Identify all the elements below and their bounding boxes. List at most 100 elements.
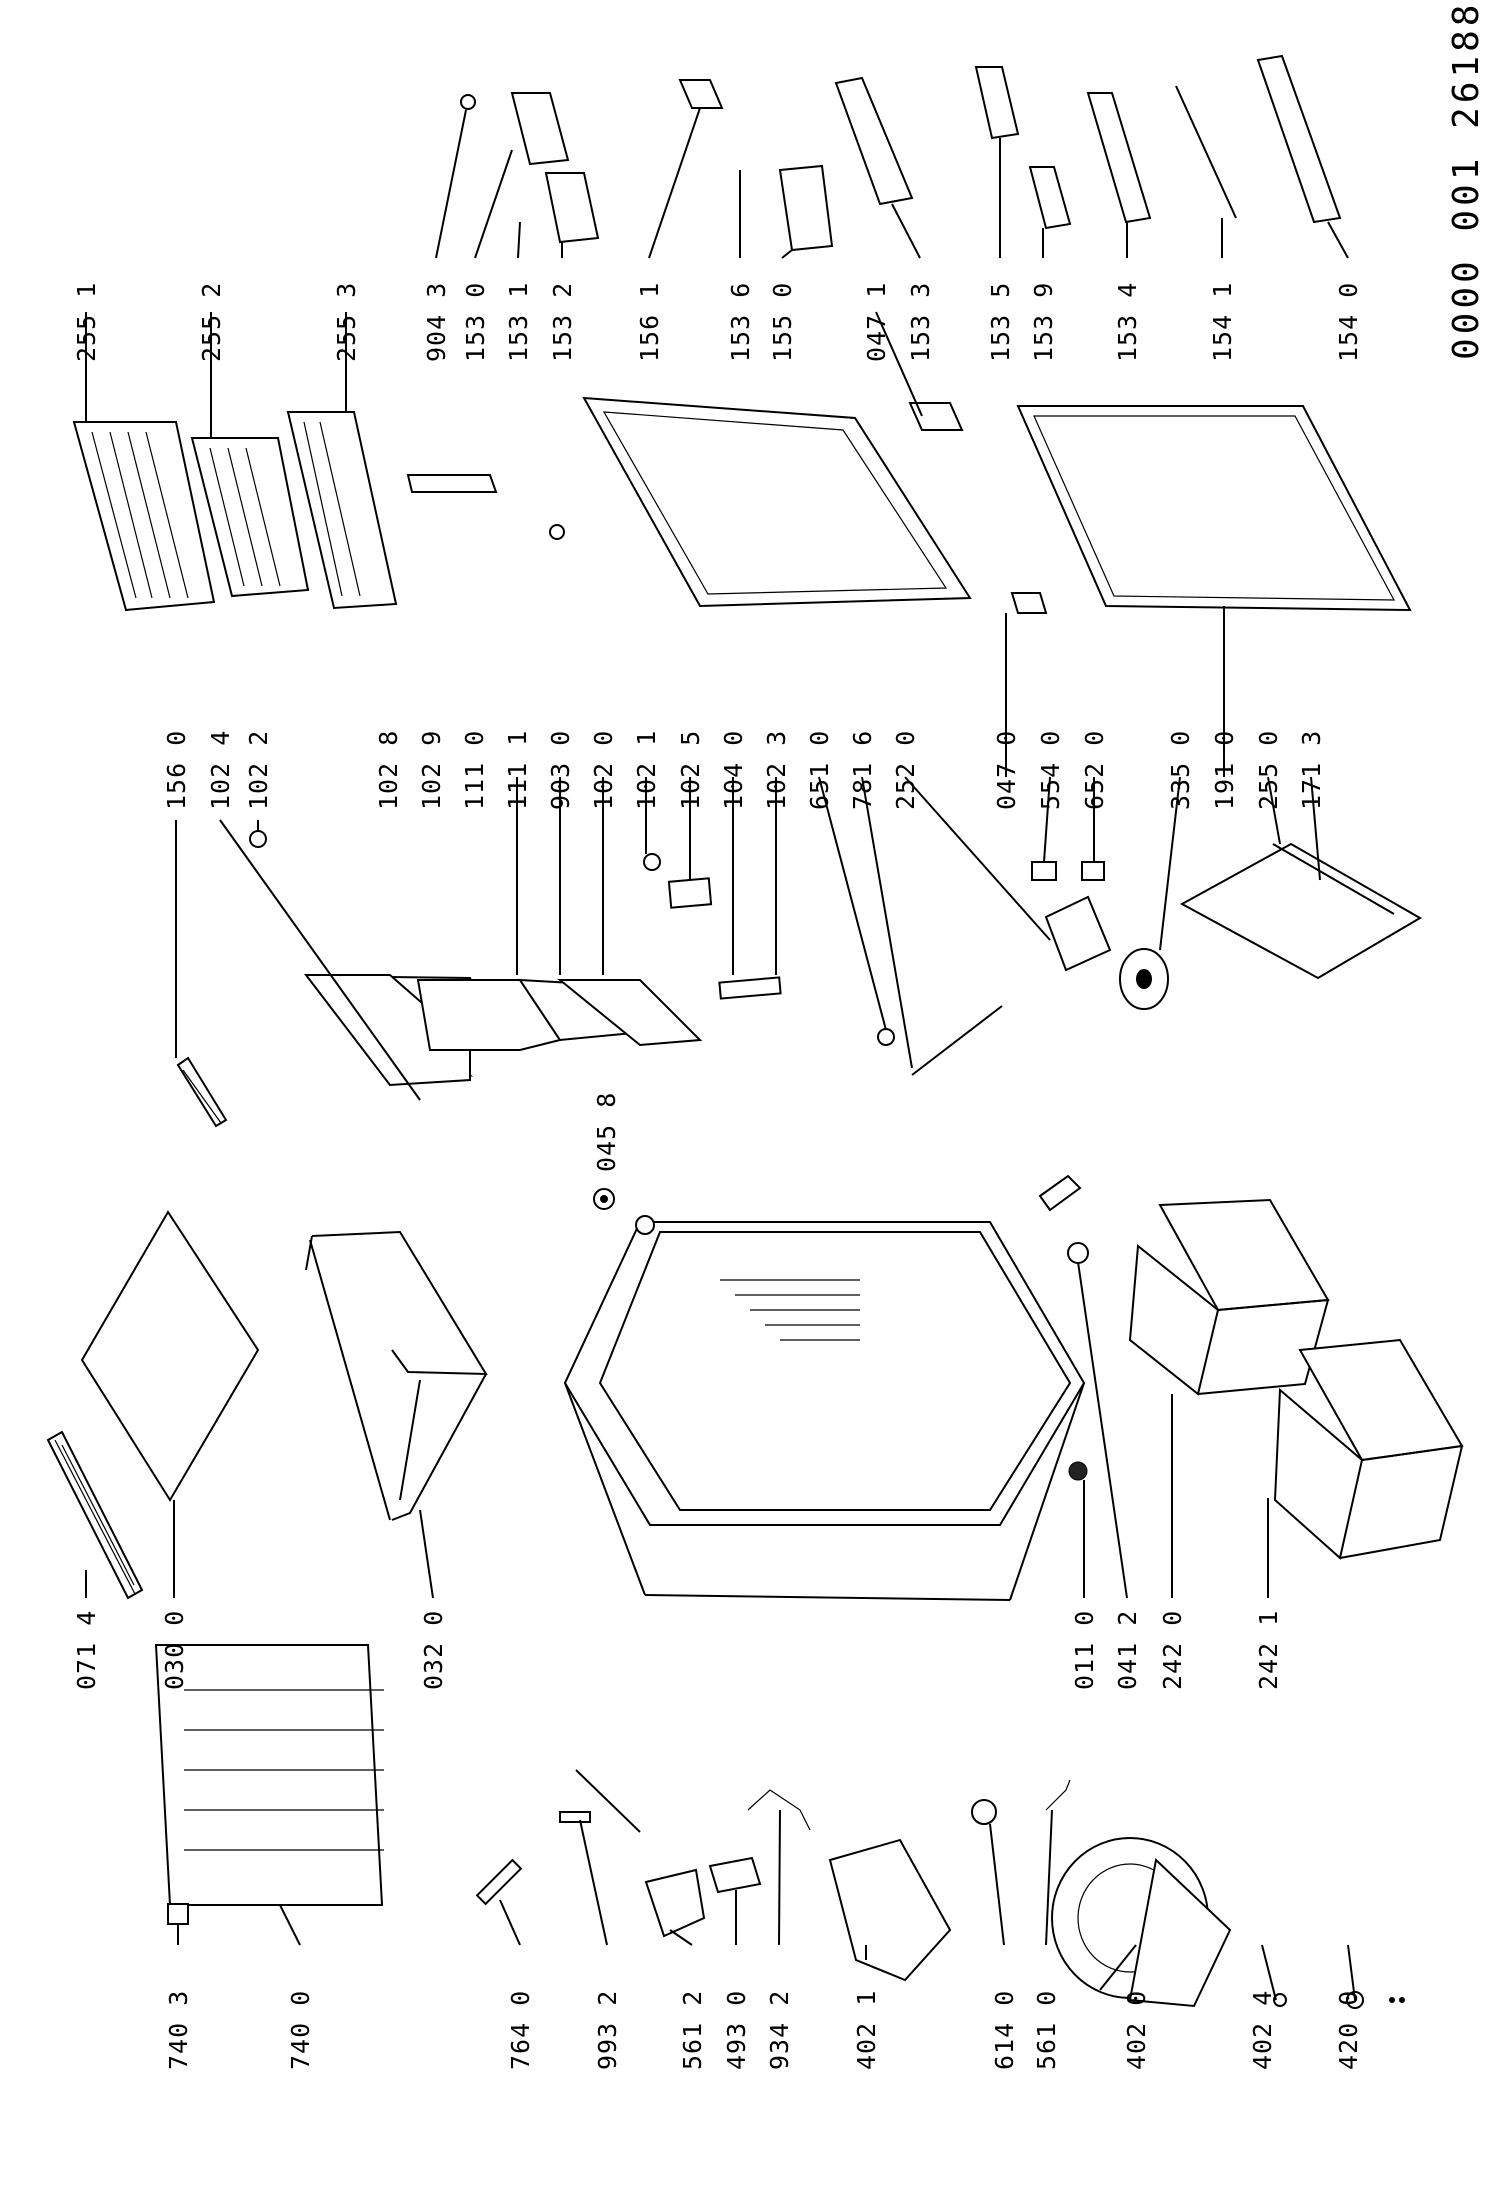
part-clip-1025 <box>667 877 713 909</box>
part-tube-7816 <box>911 1005 1003 1076</box>
callout-1020: 102 0 <box>589 730 618 810</box>
part-screw-9043 <box>460 94 476 110</box>
callout-2420: 242 0 <box>1158 1610 1187 1690</box>
callout-0471: 047 1 <box>862 282 891 362</box>
callout-0412: 041 2 <box>1113 1610 1142 1690</box>
callout-6520: 652 0 <box>1080 730 1109 810</box>
part-thermostat-9932 <box>559 1769 641 1833</box>
part-clip-7403 <box>167 1903 189 1925</box>
callout-2421: 242 1 <box>1254 1610 1283 1690</box>
part-panel-0300 <box>80 1210 260 1502</box>
part-light-5540 <box>1031 861 1057 881</box>
callout-1713: 171 3 <box>1297 730 1326 810</box>
part-bin-1534 <box>1086 92 1152 224</box>
part-switch-6520 <box>1081 861 1105 881</box>
callout-1025: 102 5 <box>676 730 705 810</box>
callout-4020: 402 0 <box>1122 1990 1151 2070</box>
callout-4021: 402 1 <box>852 1990 881 2070</box>
part-crisper-2421 <box>1273 1338 1464 1560</box>
callout-1550: 155 0 <box>768 282 797 362</box>
callout-9043: 904 3 <box>422 282 451 362</box>
callout-0458: 045 8 <box>592 1092 621 1172</box>
part-shelf-2552 <box>190 437 310 598</box>
document-number: 0000 001 26188 <box>1446 1 1487 360</box>
callout-9342: 934 2 <box>765 1990 794 2070</box>
part-freezer-door-1020 <box>416 978 703 1051</box>
callout-0470: 047 0 <box>992 730 1021 810</box>
callout-1560: 156 0 <box>162 730 191 810</box>
part-clip-1022 <box>249 830 267 848</box>
callout-1040: 104 0 <box>719 730 748 810</box>
part-sensor-6510 <box>877 1028 895 1046</box>
callout-1022: 102 2 <box>244 730 273 810</box>
part-frame-0320 <box>305 1230 488 1521</box>
part-door-1040 <box>582 396 972 608</box>
part-foot-0110 <box>1068 1461 1088 1481</box>
part-bin-1540 <box>1256 54 1342 224</box>
callout-1561: 156 1 <box>635 282 664 362</box>
part-clip-1021 <box>643 853 661 871</box>
callout-1530: 153 0 <box>461 282 490 362</box>
callout-9030: 903 0 <box>546 730 575 810</box>
part-relay-5612 <box>644 1868 706 1938</box>
callout-1531: 153 1 <box>504 282 533 362</box>
callout-1028: 102 8 <box>374 730 403 810</box>
callout-4930: 493 0 <box>722 1990 751 2070</box>
callout-4200: 420 0 <box>1334 1990 1363 2070</box>
callout-labels: 071 4 030 0 032 0 011 0 041 2 242 0 242 … <box>72 282 1363 2070</box>
part-bin-1532 <box>544 172 600 244</box>
callout-3350: 335 0 <box>1166 730 1195 810</box>
callout-1540: 154 0 <box>1334 282 1363 362</box>
callout-1535: 153 5 <box>986 282 1015 362</box>
part-ice-tray-1560 <box>176 1056 228 1128</box>
callout-9932: 993 2 <box>593 1990 622 2070</box>
callout-2520: 252 0 <box>891 730 920 810</box>
callout-1024: 102 4 <box>206 730 235 810</box>
part-grille-0714 <box>46 1430 144 1600</box>
part-knob-3350 <box>1119 948 1169 1010</box>
callout-1541: 154 1 <box>1208 282 1237 362</box>
part-hinge-pin-0458 <box>593 1188 615 1210</box>
callout-1110: 111 0 <box>460 730 489 810</box>
callout-7400: 740 0 <box>286 1990 315 2070</box>
callout-4024: 402 4 <box>1248 1990 1277 2070</box>
part-hinge-0412 <box>1038 1174 1089 1264</box>
callout-0110: 011 0 <box>1070 1610 1099 1690</box>
part-hinge-0471 <box>908 402 964 431</box>
callout-2553: 255 3 <box>332 282 361 362</box>
part-compressor-4020 <box>1051 1837 1232 2008</box>
callout-5610: 561 0 <box>1032 1990 1061 2070</box>
callout-0320: 032 0 <box>419 1610 448 1690</box>
part-lamp-housing-2520 <box>1044 895 1112 972</box>
part-hinge-0470 <box>1010 592 1048 614</box>
callout-1533: 153 3 <box>906 282 935 362</box>
callout-1536: 153 6 <box>726 282 755 362</box>
callout-1539: 153 9 <box>1029 282 1058 362</box>
part-wire-5610 <box>1045 1779 1071 1811</box>
part-washer-4024 <box>1273 1993 1287 2007</box>
part-crisper-2420 <box>1128 1198 1330 1396</box>
part-dairy-1561 <box>678 79 724 109</box>
callout-1021: 102 1 <box>632 730 661 810</box>
callout-6140: 614 0 <box>990 1990 1019 2070</box>
callout-7640: 764 0 <box>506 1990 535 2070</box>
part-strip-1110 <box>406 474 498 493</box>
callout-0300: 030 0 <box>160 1610 189 1690</box>
callout-1534: 153 4 <box>1113 282 1142 362</box>
callout-1029: 102 9 <box>417 730 446 810</box>
leader-lines <box>85 107 1356 2001</box>
part-wire-9342 <box>747 1789 811 1831</box>
callout-2550: 255 0 <box>1254 730 1283 810</box>
callout-1532: 153 2 <box>548 282 577 362</box>
part-bin-1530 <box>510 92 570 166</box>
callout-7816: 781 6 <box>848 730 877 810</box>
callout-7403: 740 3 <box>164 1990 193 2070</box>
callout-5612: 561 2 <box>678 1990 707 2070</box>
part-egg-holder-1550 <box>778 164 834 252</box>
callout-5540: 554 0 <box>1036 730 1065 810</box>
callout-1910: 191 0 <box>1210 730 1239 810</box>
callout-1023: 102 3 <box>762 730 791 810</box>
callout-6510: 651 0 <box>805 730 834 810</box>
part-bin-1535 <box>974 66 1020 140</box>
